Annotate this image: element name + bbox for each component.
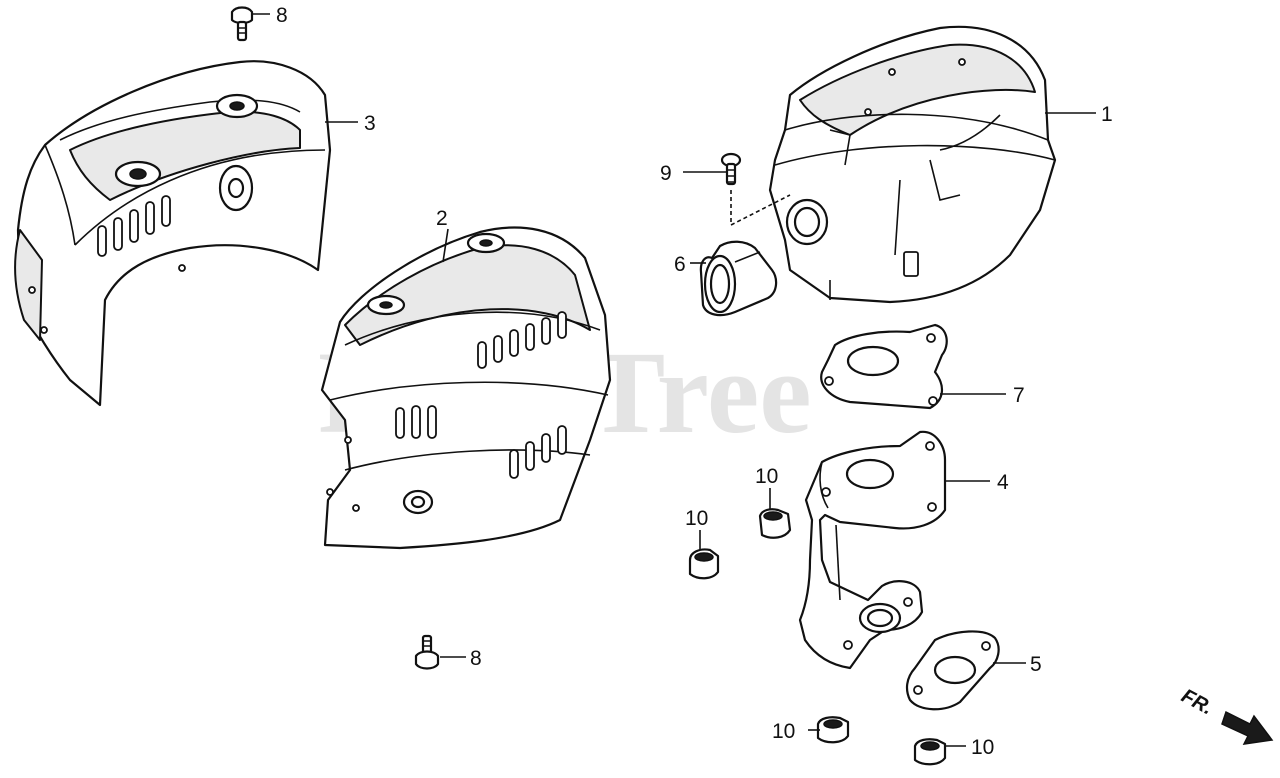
callout-8-top: 8 bbox=[276, 4, 288, 27]
part-2-muffler-protector[interactable] bbox=[320, 226, 612, 550]
direction-label: FR. bbox=[1178, 685, 1217, 720]
callout-10-bottom-right: 10 bbox=[971, 736, 994, 759]
part-3-muffler-protector[interactable] bbox=[14, 60, 332, 407]
part-10-nut-left[interactable] bbox=[688, 548, 720, 580]
part-1-muffler[interactable] bbox=[768, 25, 1057, 304]
part-10-nut-upper[interactable] bbox=[758, 508, 792, 539]
callout-7: 7 bbox=[1013, 384, 1025, 407]
callout-2: 2 bbox=[436, 207, 448, 230]
callout-10-bottom-left: 10 bbox=[772, 720, 795, 743]
front-arrow-icon bbox=[1221, 710, 1274, 745]
callout-10-upper: 10 bbox=[755, 465, 778, 488]
part-4-exhaust-pipe[interactable] bbox=[798, 430, 947, 670]
part-10-nut-bottom-right[interactable] bbox=[913, 738, 947, 766]
callout-10-left: 10 bbox=[685, 507, 708, 530]
callout-4: 4 bbox=[997, 471, 1009, 494]
callout-3: 3 bbox=[364, 112, 376, 135]
leader-lines bbox=[252, 13, 1096, 747]
part-7-gasket[interactable] bbox=[820, 323, 948, 410]
part-8-bolt-bottom[interactable] bbox=[414, 634, 440, 670]
callout-8-bottom: 8 bbox=[470, 647, 482, 670]
front-direction-indicator: FR. bbox=[1178, 685, 1274, 745]
part-9-bolt[interactable] bbox=[720, 152, 742, 186]
callout-5: 5 bbox=[1030, 653, 1042, 676]
part-9-leader-dashed bbox=[730, 190, 791, 227]
part-6-pipe-protector[interactable] bbox=[699, 240, 778, 317]
callout-9: 9 bbox=[660, 162, 672, 185]
part-10-nut-bottom-left[interactable] bbox=[816, 716, 850, 744]
callout-6: 6 bbox=[674, 253, 686, 276]
part-5-gasket[interactable] bbox=[905, 630, 1000, 711]
callout-1: 1 bbox=[1101, 103, 1113, 126]
part-8-bolt-top[interactable] bbox=[230, 6, 254, 42]
